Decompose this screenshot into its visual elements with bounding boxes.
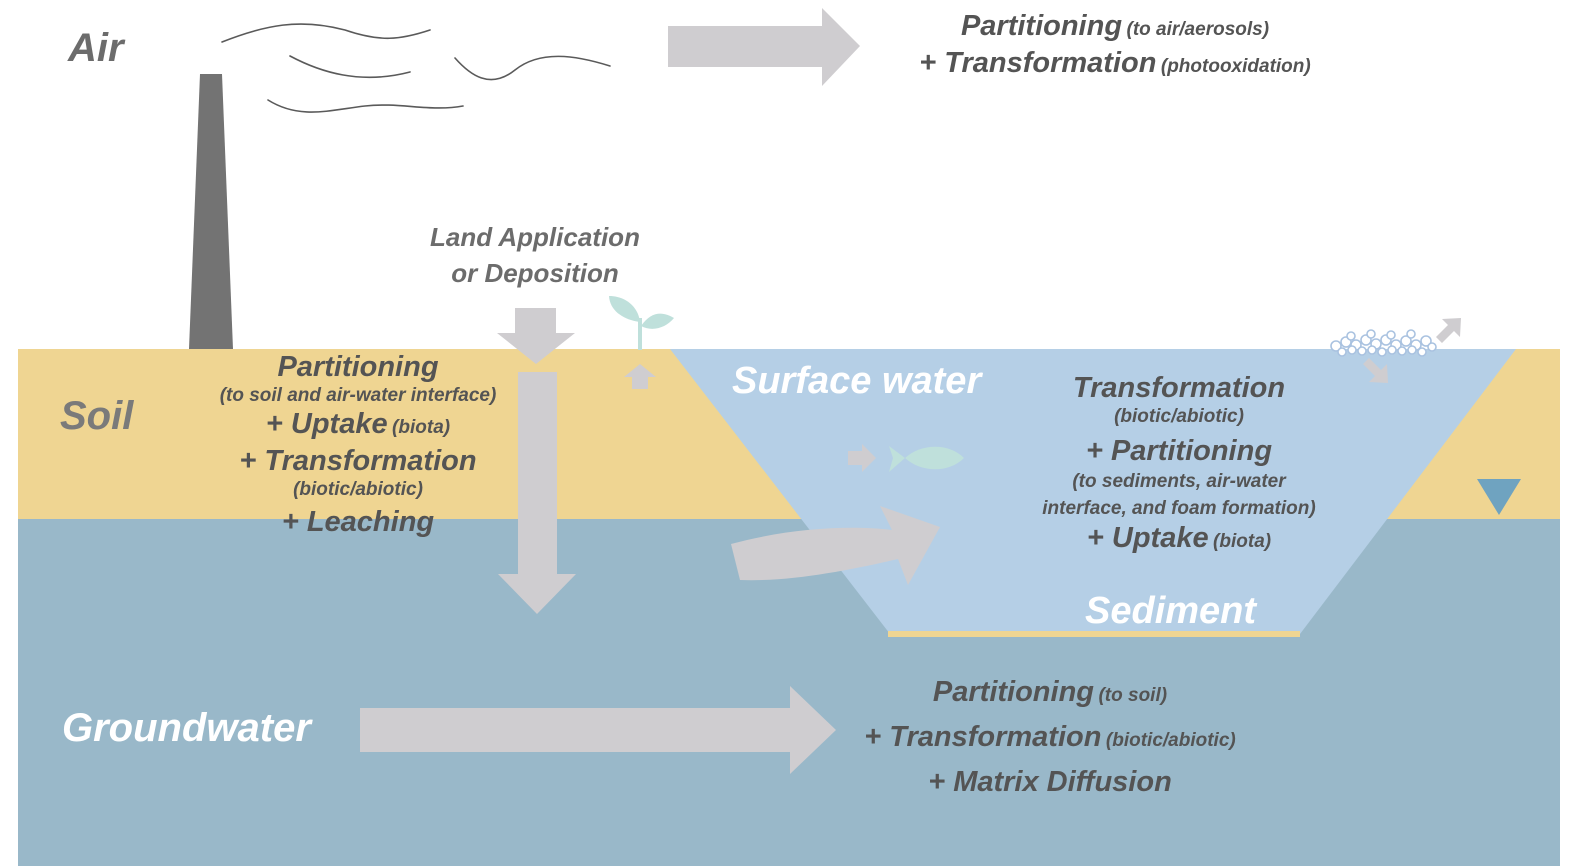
soil-partitioning-note: (to soil and air-water interface) <box>219 385 497 406</box>
air-partitioning: Partitioning <box>960 10 1123 42</box>
sediment-label: Sediment <box>1085 590 1257 632</box>
surface-water-processes: Transformation (biotic/abiotic) + Partit… <box>1020 372 1338 559</box>
air-transformation: + Transformation <box>919 47 1157 79</box>
sw-partitioning: + Partitioning <box>1085 435 1273 467</box>
fish-icon <box>889 446 964 472</box>
air-transformation-note: (photooxidation) <box>1160 56 1311 77</box>
air-processes: Partitioning (to air/aerosols) + Transfo… <box>880 10 1350 80</box>
land-application-line-2: or Deposition <box>451 258 619 288</box>
groundwater-arrow <box>360 686 836 774</box>
land-application-arrow <box>497 308 575 364</box>
gw-transformation: + Transformation <box>864 721 1102 753</box>
gw-transformation-note: (biotic/abiotic) <box>1105 730 1236 751</box>
gw-partitioning: Partitioning <box>932 676 1095 708</box>
fish-uptake-arrow <box>848 444 876 472</box>
groundwater-processes: Partitioning (to soil) + Transformation … <box>830 672 1270 803</box>
water-table-icon <box>1477 479 1521 515</box>
uptake-arrow <box>624 364 656 389</box>
sw-uptake-note: (biota) <box>1213 531 1272 552</box>
soil-partitioning: Partitioning <box>277 351 439 383</box>
soil-processes: Partitioning (to soil and air-water inte… <box>195 351 521 539</box>
foam-release-arrow <box>1436 318 1461 343</box>
gw-partitioning-note: (to soil) <box>1098 685 1168 706</box>
sw-uptake: + Uptake <box>1086 522 1209 554</box>
gw-matrix-diffusion: + Matrix Diffusion <box>928 766 1172 798</box>
sprout-icon <box>609 296 674 350</box>
soil-transformation: + Transformation <box>239 445 477 477</box>
land-application-label: Land Application or Deposition <box>413 219 657 291</box>
soil-transformation-note: (biotic/abiotic) <box>293 479 423 500</box>
smoke-icon <box>221 23 611 113</box>
soil-uptake: + Uptake <box>265 408 388 440</box>
land-application-line-1: Land Application <box>430 222 640 252</box>
sw-transformation: Transformation <box>1072 372 1286 404</box>
sw-partitioning-note-1: (to sediments, air-water <box>1072 471 1286 492</box>
soil-label: Soil <box>60 394 134 438</box>
surface-water-label: Surface water <box>732 360 982 402</box>
sw-partitioning-note-2: interface, and foam formation) <box>1042 498 1316 519</box>
smokestack-icon <box>189 74 233 349</box>
soil-uptake-note: (biota) <box>392 417 451 438</box>
air-arrow <box>668 8 860 86</box>
foam-bubbles-icon <box>1330 329 1437 357</box>
groundwater-label: Groundwater <box>62 706 311 750</box>
foam-formation-arrow <box>1363 358 1388 383</box>
sw-transformation-note: (biotic/abiotic) <box>1114 406 1244 427</box>
air-partitioning-note: (to air/aerosols) <box>1126 19 1270 40</box>
sediment-layer <box>888 631 1300 637</box>
surface-water-basin <box>670 349 1516 634</box>
leaching-arrow <box>498 372 576 614</box>
discharge-arrow <box>731 506 940 585</box>
soil-leaching: + Leaching <box>281 506 435 538</box>
air-label: Air <box>68 26 124 70</box>
